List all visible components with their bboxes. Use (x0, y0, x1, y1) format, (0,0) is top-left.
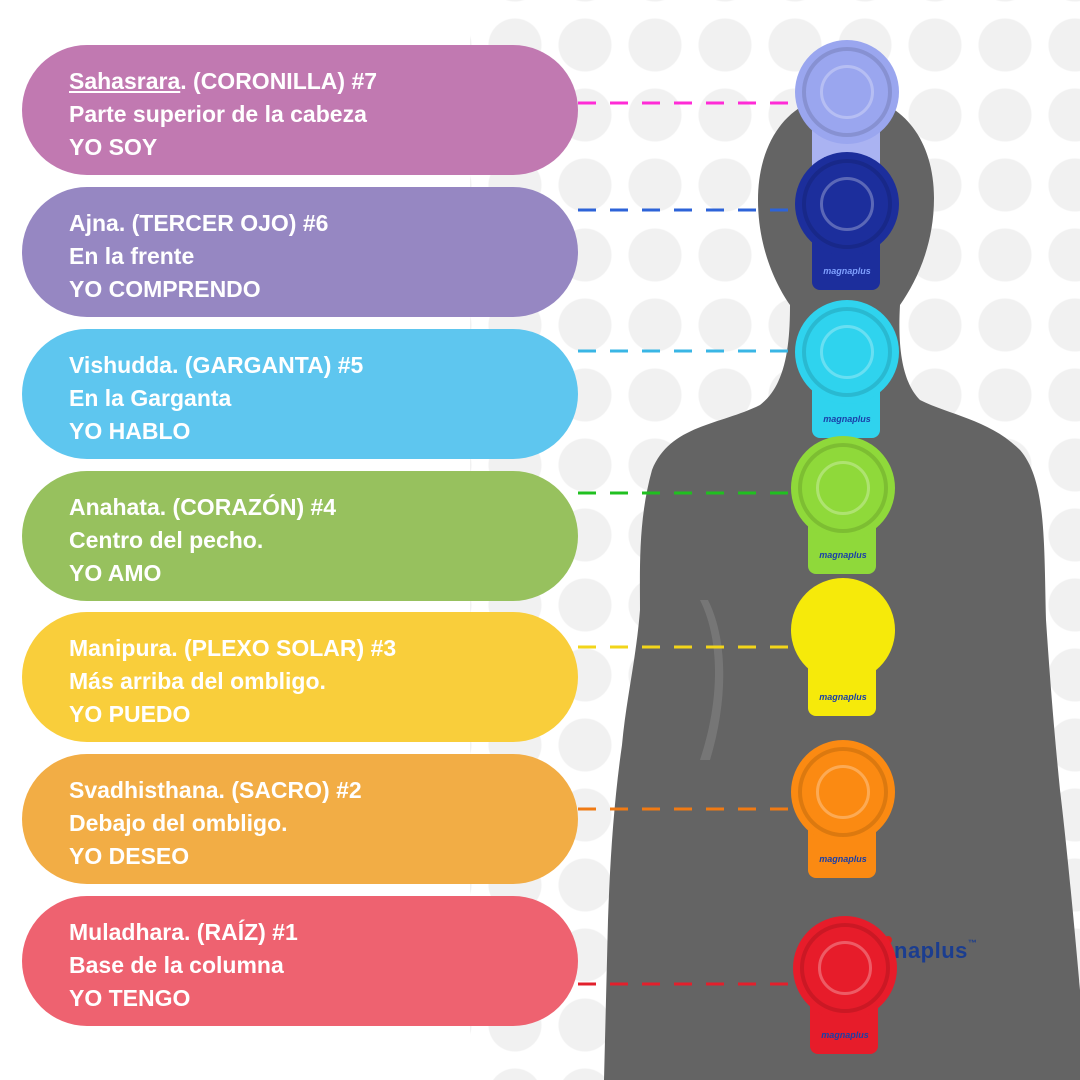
chakra-magnet-1: magnaplus (790, 916, 900, 1061)
chakra-name: Svadhisthana (69, 777, 219, 803)
chakra-magnet-5: magnaplus (792, 300, 902, 445)
chakra-magnet-4: magnaplus (788, 436, 898, 581)
chakra-location: Base de la columna (69, 952, 284, 978)
chakra-card-4: Anahata. (CORAZÓN) #4 Centro del pecho. … (22, 471, 578, 601)
chakra-affirmation: YO DESEO (69, 843, 190, 869)
chakra-card-6: Ajna. (TERCER OJO) #6 En la frente YO CO… (22, 187, 578, 317)
chakra-card-7: Sahasrara. (CORONILLA) #7 Parte superior… (22, 45, 578, 175)
chakra-title: Ajna. (TERCER OJO) #6 (69, 210, 329, 236)
chakra-magnet-6: magnaplus (792, 152, 902, 297)
chakra-title: Svadhisthana. (SACRO) #2 (69, 777, 362, 803)
magnet-brand-label: magnaplus (819, 550, 867, 560)
magnet-brand-label: magnaplus (823, 414, 871, 424)
chakra-location: Parte superior de la cabeza (69, 101, 367, 127)
chakra-affirmation: YO TENGO (69, 985, 191, 1011)
magnet-brand-label: magnaplus (819, 692, 867, 702)
chakra-name: Ajna (69, 210, 119, 236)
chakra-location: Debajo del ombligo. (69, 810, 288, 836)
chakra-title: Sahasrara. (CORONILLA) #7 (69, 68, 378, 94)
chakra-card-2: Svadhisthana. (SACRO) #2 Debajo del ombl… (22, 754, 578, 884)
chakra-location: Más arriba del ombligo. (69, 668, 326, 694)
magnet-brand-label: magnaplus (819, 854, 867, 864)
chakra-card-3: Manipura. (PLEXO SOLAR) #3 Más arriba de… (22, 612, 578, 742)
chakra-affirmation: YO SOY (69, 134, 158, 160)
chakra-name: Vishudda (69, 352, 173, 378)
chakra-affirmation: YO HABLO (69, 418, 191, 444)
chakra-name: Anahata (69, 494, 160, 520)
magnet-brand-label: magnaplus (823, 266, 871, 276)
brand-watermark-logo: naplus™ (884, 936, 977, 964)
chakra-location: En la Garganta (69, 385, 232, 411)
chakra-affirmation: YO COMPRENDO (69, 276, 261, 302)
chakra-title: Manipura. (PLEXO SOLAR) #3 (69, 635, 397, 661)
chakra-magnet-2: magnaplus (788, 740, 898, 885)
magnet-brand-label: magnaplus (821, 1030, 869, 1040)
chakra-title: Vishudda. (GARGANTA) #5 (69, 352, 364, 378)
chakra-card-5: Vishudda. (GARGANTA) #5 En la Garganta Y… (22, 329, 578, 459)
chakra-name: Sahasrara (69, 68, 181, 94)
chakra-location: En la frente (69, 243, 195, 269)
chakra-magnet-3: magnaplus (788, 578, 898, 723)
chakra-title: Anahata. (CORAZÓN) #4 (69, 494, 337, 520)
chakra-title: Muladhara. (RAÍZ) #1 (69, 919, 298, 945)
chakra-card-1: Muladhara. (RAÍZ) #1 Base de la columna … (22, 896, 578, 1026)
chakra-name: Muladhara (69, 919, 185, 945)
chakra-affirmation: YO AMO (69, 560, 162, 586)
chakra-name: Manipura (69, 635, 172, 661)
chakra-location: Centro del pecho. (69, 527, 264, 553)
chakra-affirmation: YO PUEDO (69, 701, 191, 727)
